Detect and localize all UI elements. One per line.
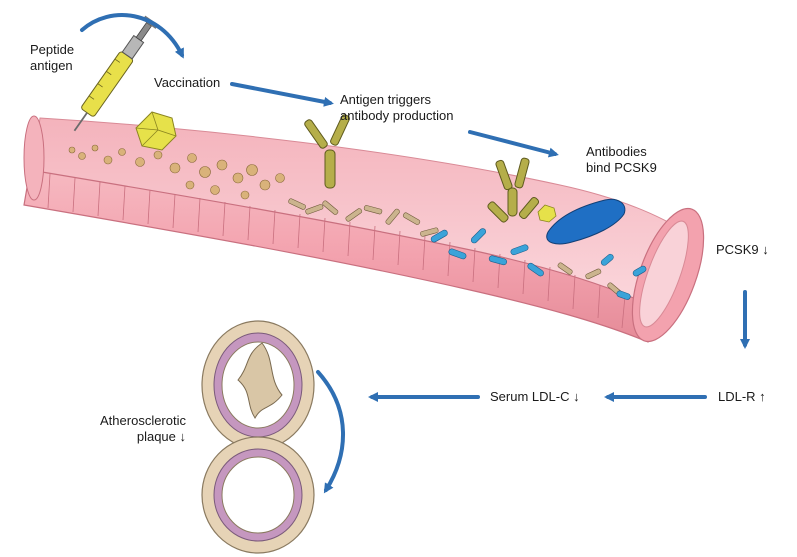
label-antibodies-bind-line2: bind PCSK9: [586, 160, 657, 175]
vessel-cross-section-icon-2: [201, 436, 315, 554]
arrow-syringe-to-vaccination: [80, 13, 184, 59]
label-peptide-antigen: Peptide antigen: [30, 42, 74, 74]
flow-arrows: [80, 13, 750, 494]
label-vaccination: Vaccination: [154, 75, 221, 90]
pcsk9-fragments: [430, 228, 647, 300]
vessel-back-opening: [23, 115, 45, 201]
arrow-plaque-curve: [316, 370, 345, 494]
antibody-y-icon: [304, 114, 350, 189]
label-antigen-triggers: Antigen triggers antibody production: [340, 92, 453, 124]
label-serum-ldlc-down: Serum LDL-C ↓: [490, 389, 580, 404]
ldl-particles: [68, 144, 285, 200]
label-plaque-line1: Atherosclerotic: [100, 413, 186, 428]
small-antigen-icon: [537, 204, 557, 223]
vessel-cross-section-icon: [201, 320, 315, 450]
pcsk9-protein-icon: [546, 198, 626, 245]
label-plaque-line2: plaque ↓: [136, 429, 186, 444]
label-antibodies-bind-line1: Antibodies: [586, 144, 647, 159]
antibody-fragments: [288, 198, 622, 296]
vessel-front-lumen: [639, 220, 689, 328]
label-peptide-antigen-line1: Peptide: [30, 42, 75, 57]
label-antigen-triggers-line2: antibody production: [340, 108, 454, 123]
label-ldlr-up: LDL-R ↑: [718, 389, 766, 404]
syringe-icon: [73, 15, 159, 132]
arrow-vaccination-to-antigen: [230, 82, 334, 107]
antigen-icosahedron-icon: [135, 111, 177, 151]
blood-vessel: [23, 115, 705, 343]
label-peptide-antigen-line2: antigen: [30, 58, 73, 73]
antibody-y-icon-2: [487, 157, 540, 223]
arrow-antigen-to-antibodies: [468, 130, 559, 158]
label-antigen-triggers-line1: Antigen triggers: [340, 92, 432, 107]
label-pcsk9-down: PCSK9 ↓: [716, 242, 769, 257]
label-antibodies-bind: Antibodies bind PCSK9: [586, 144, 657, 176]
label-atherosclerotic-plaque: Atherosclerotic plaque ↓: [86, 413, 186, 445]
